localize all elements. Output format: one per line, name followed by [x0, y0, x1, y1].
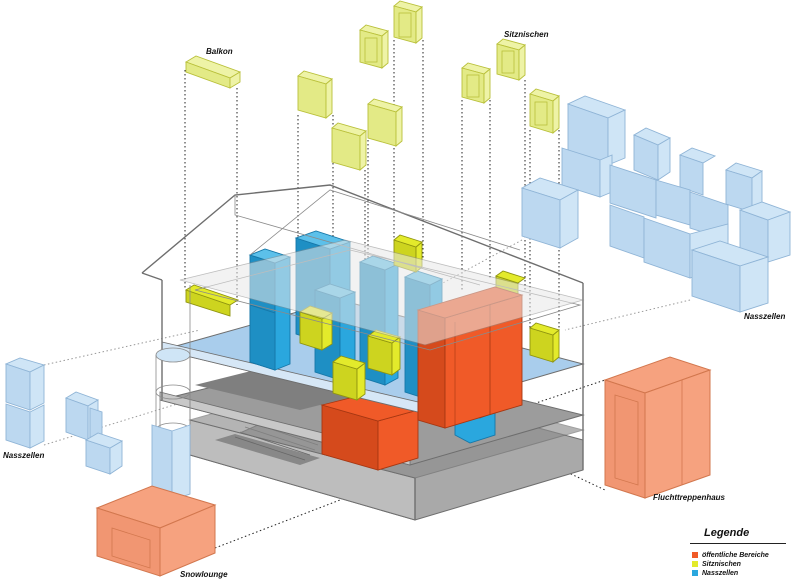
label-sitznischen: Sitznischen: [504, 30, 549, 39]
legend-label-wet: Nasszellen: [702, 569, 739, 577]
building-outline: [141, 184, 585, 520]
legend-item-wet: Nasszellen: [692, 568, 738, 578]
legend-title: Legende: [704, 527, 750, 539]
legend-swatch-niche: [692, 561, 698, 567]
label-nasszellen-right: Nasszellen: [744, 312, 786, 321]
label-snowlounge: Snowlounge: [180, 570, 228, 579]
legend-swatch-public: [692, 552, 698, 558]
legend-item-public: öffentliche Bereiche: [692, 550, 769, 560]
stair-cylinder: [151, 347, 191, 501]
legend-divider: [690, 543, 786, 544]
legend-swatch-wet: [692, 570, 698, 576]
nasszellen-cluster-left: [4, 357, 124, 475]
snowlounge-block: [95, 485, 217, 577]
fluchttreppenhaus-block: [603, 356, 712, 499]
label-fluchttreppenhaus: Fluchttreppenhaus: [653, 493, 726, 502]
nasszellen-cluster-right: [520, 95, 792, 313]
legend-label-public: öffentliche Bereiche: [702, 551, 769, 559]
legend-item-niche: Sitznischen: [692, 559, 741, 569]
public-area-block: [320, 394, 420, 471]
sitznischen-exploded: [184, 0, 560, 171]
label-nasszellen-left: Nasszellen: [3, 451, 45, 460]
label-balkon: Balkon: [206, 47, 233, 56]
legend-label-niche: Sitznischen: [702, 560, 741, 568]
